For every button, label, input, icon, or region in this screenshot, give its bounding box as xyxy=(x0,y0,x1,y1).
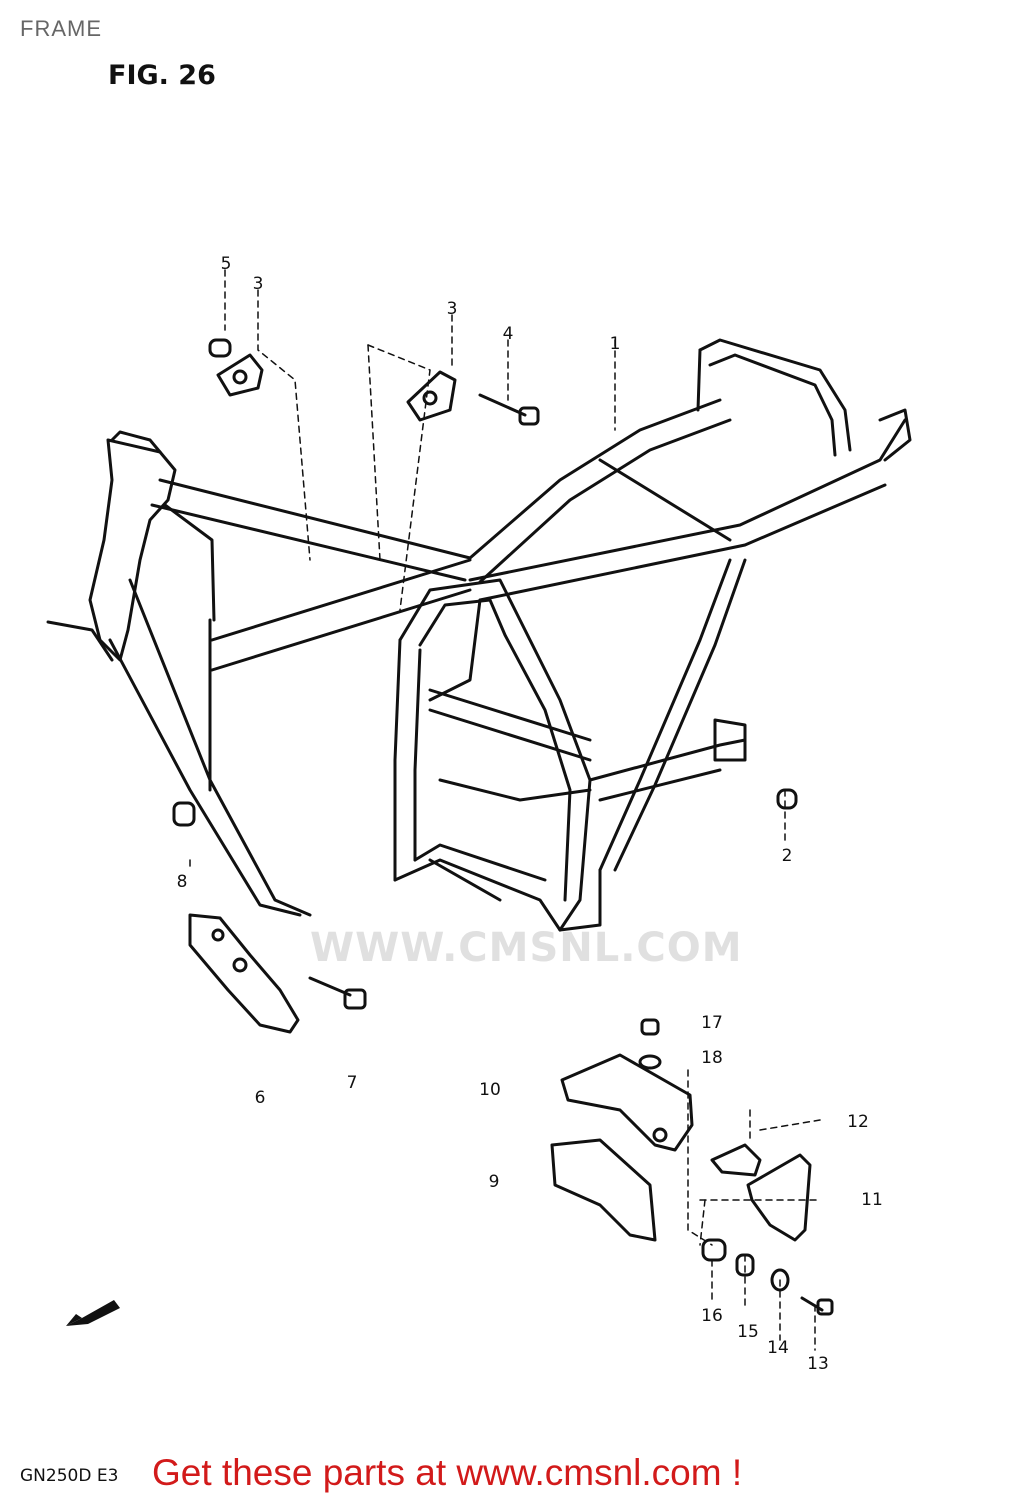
cta-link[interactable]: Get these parts at www.cmsnl.com ! xyxy=(152,1452,743,1493)
part-5-nut xyxy=(208,338,232,358)
part-9-cover xyxy=(550,1138,657,1242)
part-16-bushing xyxy=(701,1238,727,1262)
callout-11: 11 xyxy=(861,1190,883,1210)
page-title: FRAME xyxy=(20,16,102,41)
rear-upper-frame xyxy=(468,338,912,602)
part-2-plug xyxy=(776,788,798,810)
cross-tube xyxy=(210,558,472,672)
part-15-collar xyxy=(735,1253,755,1277)
part-18-washer xyxy=(638,1054,662,1070)
rear-down-tube xyxy=(588,558,747,872)
part-8-bushing xyxy=(172,801,196,827)
lower-cradle xyxy=(393,843,602,932)
part-3-plate-left xyxy=(216,353,264,397)
callout-18: 18 xyxy=(701,1048,723,1068)
callout-2: 2 xyxy=(781,846,793,866)
watermark: WWW.CMSNL.COM xyxy=(310,925,743,971)
part-4-bolt xyxy=(478,393,540,426)
callout-5: 5 xyxy=(220,254,232,274)
callout-10: 10 xyxy=(479,1080,501,1100)
callout-1: 1 xyxy=(609,334,621,354)
part-17-nut xyxy=(640,1018,660,1036)
callout-4: 4 xyxy=(502,324,514,344)
part-3-plate-right xyxy=(406,370,457,422)
callout-9: 9 xyxy=(488,1172,500,1192)
center-stays xyxy=(393,578,592,932)
part-14-washer xyxy=(770,1268,790,1292)
callout-3b: 3 xyxy=(446,299,458,319)
callout-8: 8 xyxy=(176,872,188,892)
callout-15: 15 xyxy=(737,1322,759,1342)
part-7-bolt xyxy=(308,976,367,1010)
part-11-bracket xyxy=(746,1153,812,1242)
callout-16: 16 xyxy=(701,1306,723,1326)
fwd-arrow-icon xyxy=(66,1300,120,1326)
callout-12: 12 xyxy=(847,1112,869,1132)
head-pipe xyxy=(46,430,177,662)
callout-7: 7 xyxy=(346,1073,358,1093)
part-10-bracket xyxy=(560,1053,694,1152)
mid-crossmember xyxy=(428,688,592,802)
leader-lines xyxy=(189,269,821,1351)
part-6-bracket xyxy=(188,913,300,1034)
callout-14: 14 xyxy=(767,1338,789,1358)
callout-13: 13 xyxy=(807,1354,829,1374)
figure-label: FIG. 26 xyxy=(108,60,216,91)
callout-17: 17 xyxy=(701,1013,723,1033)
callout-3a: 3 xyxy=(252,274,264,294)
part-12-plate xyxy=(710,1143,762,1177)
model-code: GN250D E3 xyxy=(20,1466,119,1486)
down-tube xyxy=(108,503,312,917)
callout-6: 6 xyxy=(254,1088,266,1108)
part-13-bolt xyxy=(800,1296,834,1316)
